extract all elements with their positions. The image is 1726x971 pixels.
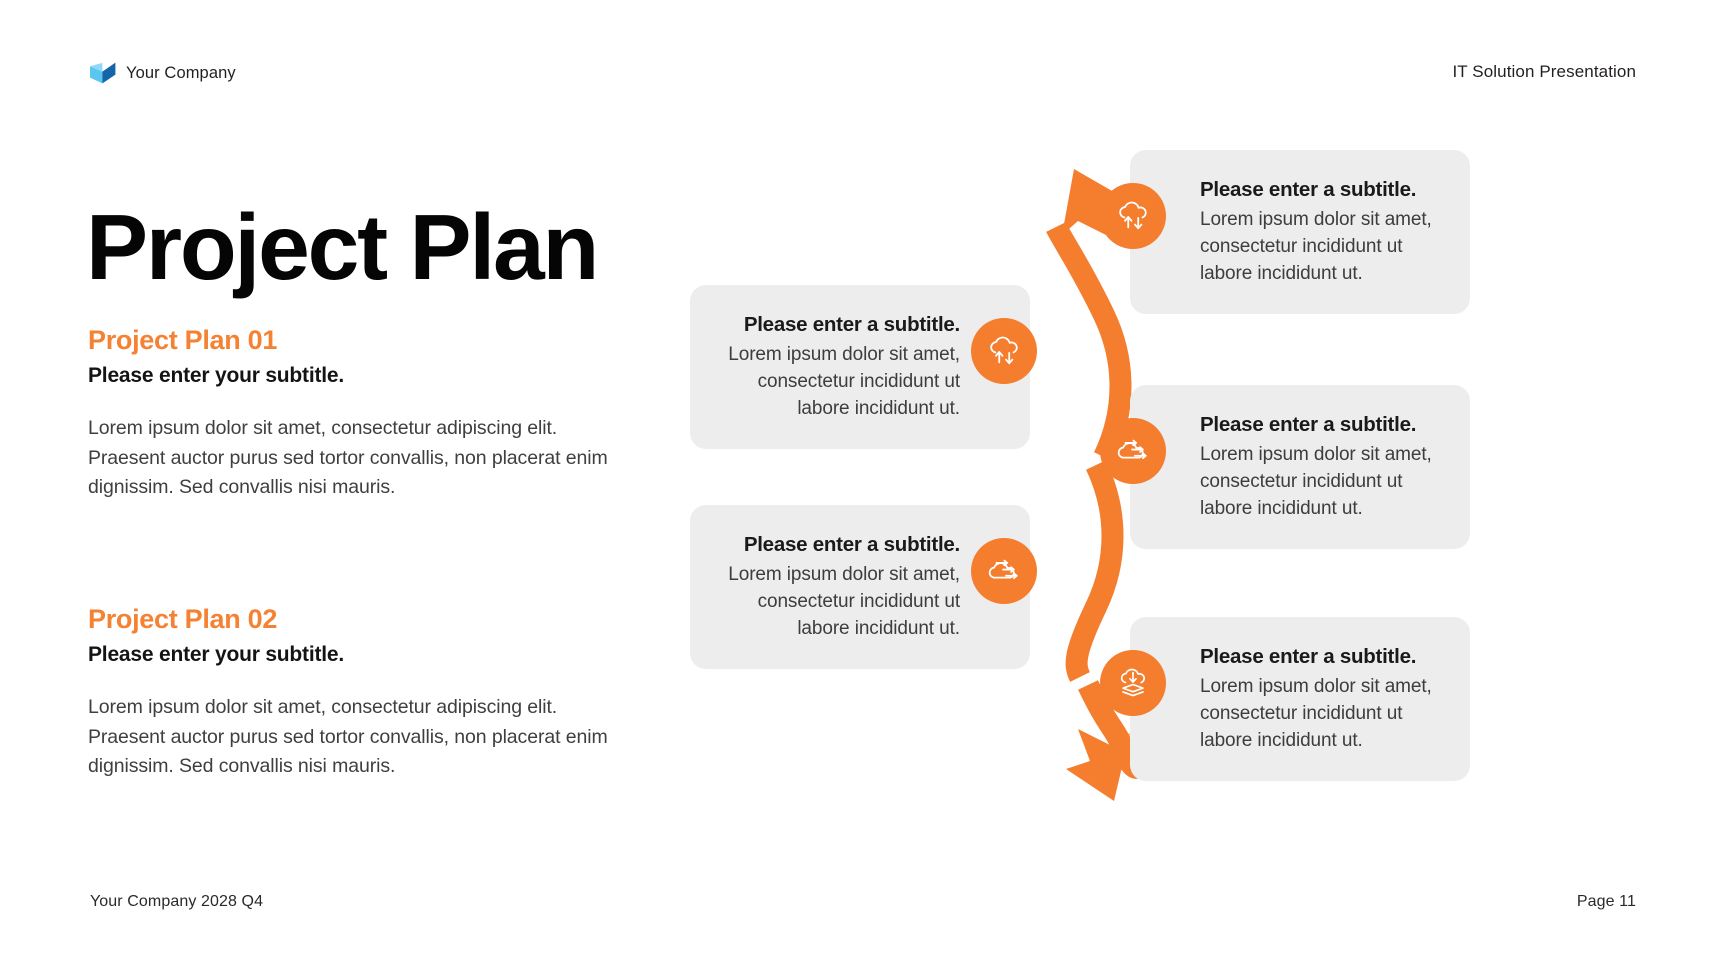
- header-presentation-label: IT Solution Presentation: [1452, 62, 1636, 81]
- diagram-card-right-3-title: Please enter a subtitle.: [1200, 645, 1417, 668]
- serpentine-double-arrow-icon: [1046, 169, 1153, 801]
- open-book-logo-icon: [90, 62, 116, 84]
- footer-company-note: Your Company 2028 Q4: [90, 893, 264, 910]
- plan-02-body: Lorem ipsum dolor sit amet, consectetur …: [88, 696, 608, 778]
- cloud-download-layers-icon: [1100, 650, 1166, 716]
- plan-01-kicker: Project Plan 01: [88, 325, 278, 355]
- plan-01-subtitle: Please enter your subtitle.: [88, 364, 345, 387]
- diagram-card-right-2[interactable]: Please enter a subtitle. Lorem ipsum dol…: [1130, 385, 1470, 549]
- diagram-card-left-2-body: Lorem ipsum dolor sit amet, consectetur …: [728, 564, 960, 640]
- cloud-upload-download-icon: [1100, 183, 1166, 249]
- diagram-card-left-1-body: Lorem ipsum dolor sit amet, consectetur …: [728, 344, 960, 420]
- plan-02-kicker: Project Plan 02: [88, 604, 278, 634]
- plan-02-subtitle: Please enter your subtitle.: [88, 643, 345, 666]
- diagram-card-left-2[interactable]: Please enter a subtitle. Lorem ipsum dol…: [690, 505, 1030, 669]
- cloud-transfer-arrows-icon: [1100, 418, 1166, 484]
- diagram-card-right-1-body: Lorem ipsum dolor sit amet, consectetur …: [1200, 209, 1432, 285]
- diagram-card-right-3-body: Lorem ipsum dolor sit amet, consectetur …: [1200, 676, 1432, 752]
- page-title: Project Plan: [86, 195, 599, 300]
- cloud-upload-download-icon: [971, 318, 1037, 384]
- arrowhead-bottom-icon: [1066, 729, 1130, 801]
- project-plan-diagram: Please enter a subtitle. Lorem ipsum dol…: [690, 150, 1650, 830]
- plan-block-01: Project Plan 01 Please enter your subtit…: [88, 325, 618, 503]
- cloud-transfer-arrows-icon: [971, 538, 1037, 604]
- plan-block-02: Project Plan 02 Please enter your subtit…: [88, 604, 618, 782]
- diagram-card-left-1[interactable]: Please enter a subtitle. Lorem ipsum dol…: [690, 285, 1030, 449]
- diagram-card-right-2-body: Lorem ipsum dolor sit amet, consectetur …: [1200, 444, 1432, 520]
- diagram-card-left-2-title: Please enter a subtitle.: [743, 533, 960, 556]
- diagram-card-right-1[interactable]: Please enter a subtitle. Lorem ipsum dol…: [1130, 150, 1470, 314]
- diagram-card-left-1-title: Please enter a subtitle.: [743, 313, 960, 336]
- plan-01-body: Lorem ipsum dolor sit amet, consectetur …: [88, 417, 608, 499]
- header-company-name: Your Company: [126, 63, 236, 82]
- footer-page-number: Page 11: [1576, 893, 1636, 910]
- diagram-card-right-3[interactable]: Please enter a subtitle. Lorem ipsum dol…: [1130, 617, 1470, 781]
- header-brand: Your Company: [90, 62, 236, 84]
- arrowhead-top-icon: [1062, 169, 1126, 239]
- diagram-card-right-2-title: Please enter a subtitle.: [1200, 413, 1417, 436]
- diagram-card-right-1-title: Please enter a subtitle.: [1200, 178, 1417, 201]
